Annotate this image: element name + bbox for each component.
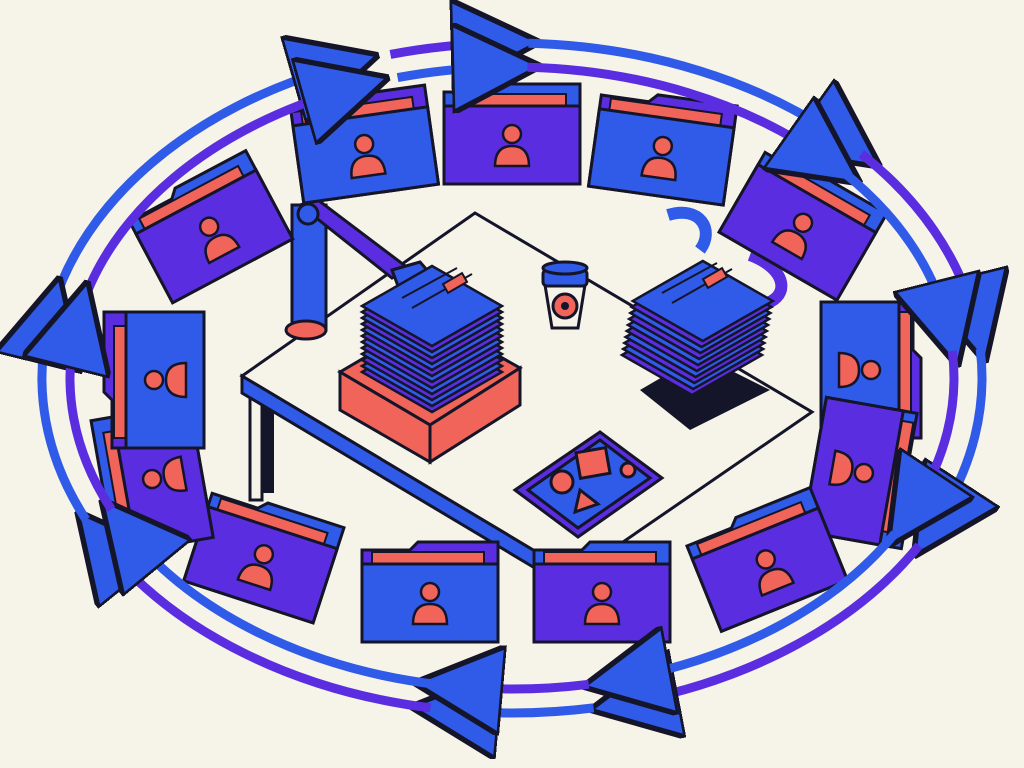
- person-folder-icon: [532, 540, 672, 644]
- person-folder-icon: [717, 150, 889, 303]
- person-folder-icon: [360, 540, 500, 644]
- document-sheet: [359, 264, 505, 348]
- cycle-arrow-icon: [396, 67, 497, 77]
- cycle-arrow-icon: [458, 684, 590, 689]
- person-folder-icon: [442, 82, 582, 186]
- document-stack-icon: [619, 259, 776, 397]
- person-folder-icon: [181, 491, 346, 625]
- cycle-arrow-icon: [858, 150, 975, 320]
- cycle-arrow-icon: [47, 67, 336, 310]
- document-sheet: [630, 259, 776, 343]
- cycle-arrow-icon: [626, 530, 899, 679]
- cycle-arrows: [42, 43, 982, 713]
- document-stack-icon: [359, 264, 505, 414]
- cycle-arrow-icon: [455, 708, 595, 713]
- cycle-arrow-icon: [70, 324, 116, 512]
- cycle-arrow-icon: [129, 534, 436, 689]
- cycle-arrow-icon: [913, 350, 954, 510]
- cycle-arrow-icon: [527, 62, 824, 158]
- person-folder-icon: [102, 310, 206, 450]
- cycle-arrow-icon: [634, 542, 923, 702]
- person-folder-icon: [685, 485, 850, 634]
- tablet-icon: [512, 430, 665, 539]
- cycle-arrow-icon: [389, 43, 495, 54]
- coffee-cup-icon: [541, 260, 589, 330]
- cycle-arrow-icon: [42, 320, 90, 523]
- cycle-arrow-icon: [75, 90, 347, 315]
- person-folder-icon: [586, 93, 739, 207]
- cycle-arrow-icon: [837, 166, 948, 324]
- person-folder-icon: [127, 148, 295, 305]
